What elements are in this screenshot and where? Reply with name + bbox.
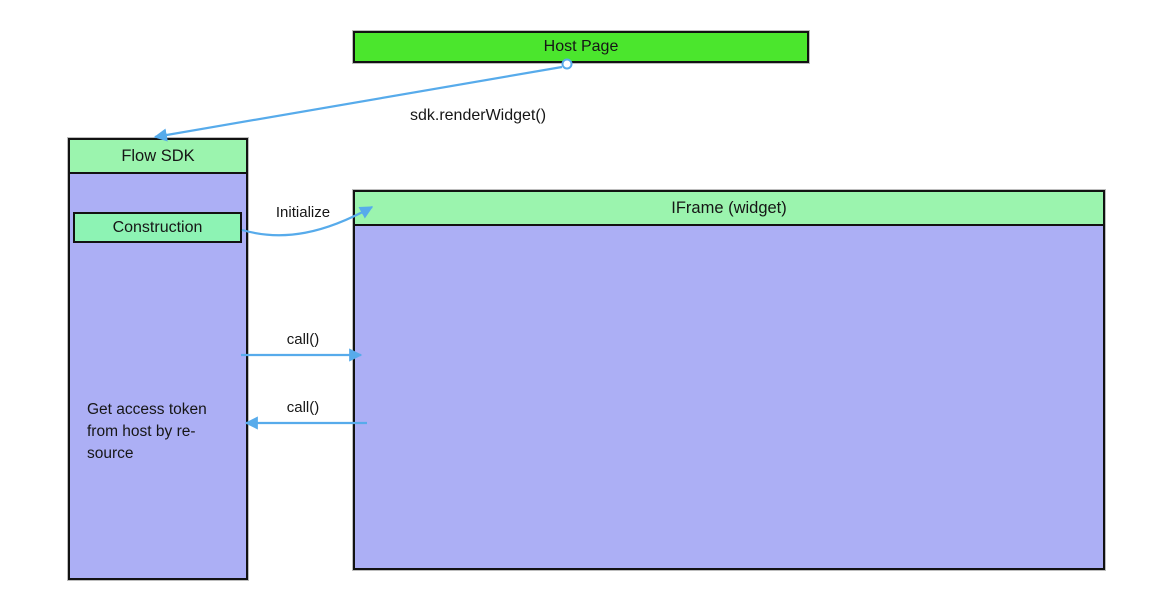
render-widget-arrow bbox=[153, 65, 563, 142]
iframe-widget-label: IFrame (widget) bbox=[671, 198, 787, 217]
host-page-label: Host Page bbox=[543, 38, 619, 55]
host-page-box: Host Page bbox=[353, 31, 809, 63]
label-call-to-sdk: call() bbox=[286, 399, 320, 416]
construction-label: Construction bbox=[112, 218, 203, 236]
label-call-to-iframe: call() bbox=[286, 331, 320, 348]
label-initialize: Initialize bbox=[275, 204, 331, 221]
note-get-access-token: Get access token from host by re- source bbox=[87, 401, 207, 462]
construction-box: Construction bbox=[73, 212, 242, 243]
iframe-widget-body bbox=[355, 226, 1103, 568]
flow-sdk-box: Flow SDK bbox=[68, 138, 248, 580]
flow-sdk-label: Flow SDK bbox=[121, 146, 195, 165]
flow-sdk-header: Flow SDK bbox=[70, 140, 246, 174]
iframe-widget-header: IFrame (widget) bbox=[355, 192, 1103, 226]
iframe-widget-box: IFrame (widget) bbox=[353, 190, 1105, 570]
label-sdk-renderwidget: sdk.renderWidget() bbox=[409, 107, 547, 124]
